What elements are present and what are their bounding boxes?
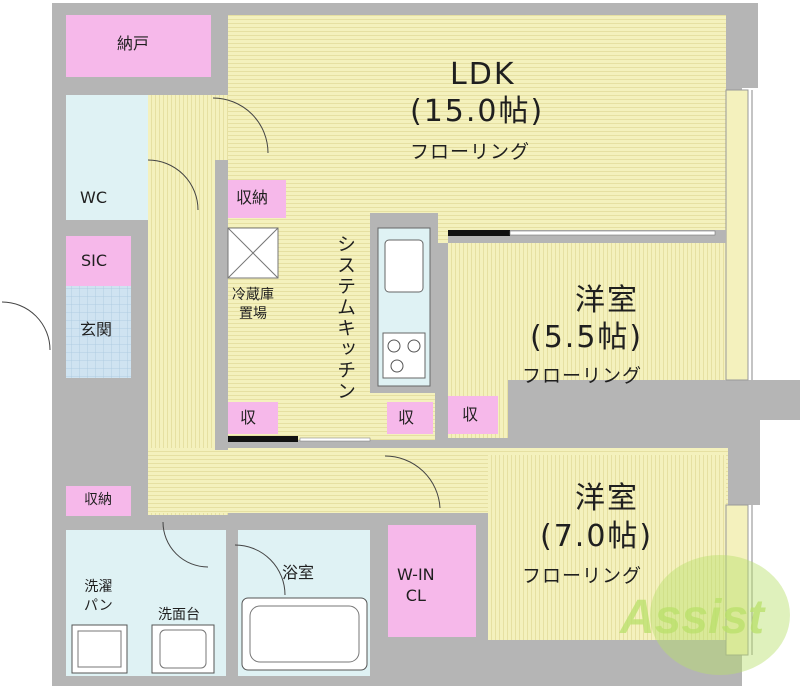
western1-name: 洋室: [575, 283, 639, 318]
walkin-label: W-IN CL: [397, 565, 435, 605]
kitchen-storage-label: 収納: [236, 188, 269, 207]
nando-room: [66, 15, 211, 77]
washbasin-label: 洗面台: [158, 607, 200, 623]
small-storage-c-label: 収: [462, 405, 479, 424]
door-swings: [1, 97, 441, 596]
western2-size: (7.0帖): [540, 519, 654, 554]
sic-room: [66, 236, 131, 286]
western1-size: (5.5帖): [530, 320, 644, 355]
small-storage-b-label: 収: [398, 408, 415, 427]
entrance-label: 玄関: [80, 320, 113, 339]
balcony-window-lower: [725, 504, 749, 656]
small-storage-c: [448, 396, 498, 434]
kitchen-label: システムキッチン: [334, 234, 356, 402]
ldk-size: (15.0帖): [410, 94, 545, 129]
western2-floor: [488, 455, 726, 640]
entrance-tile: [66, 286, 131, 378]
bath-label: 浴室: [282, 563, 315, 582]
laundry-label: 洗濯 パン: [84, 579, 113, 614]
walkin-closet: [388, 525, 476, 637]
wash-storage-label: 収納: [84, 492, 112, 508]
small-storage-a-label: 収: [240, 408, 257, 427]
fridge-label: 冷蔵庫 置場: [232, 287, 274, 322]
nando-label: 納戸: [117, 34, 150, 53]
kitchen-storage: [228, 180, 286, 218]
balcony-window: [725, 89, 749, 381]
svg-text:Assist: Assist: [619, 591, 766, 644]
western1-floor-label: フローリング: [522, 365, 643, 387]
corridor-floor: [148, 95, 228, 515]
assist-logo: Assist: [619, 555, 790, 675]
western2-floor-label: フローリング: [522, 565, 643, 587]
western2-name: 洋室: [575, 481, 639, 516]
small-storage-b: [387, 402, 433, 434]
ldk-floor-label: フローリング: [410, 141, 531, 163]
sic-label: SIC: [81, 251, 108, 270]
wc-label: WC: [80, 188, 107, 207]
small-storage-a: [228, 402, 278, 434]
ldk-name: LDK: [450, 57, 516, 92]
wc-room: [66, 95, 148, 220]
wash-storage: [66, 486, 131, 516]
